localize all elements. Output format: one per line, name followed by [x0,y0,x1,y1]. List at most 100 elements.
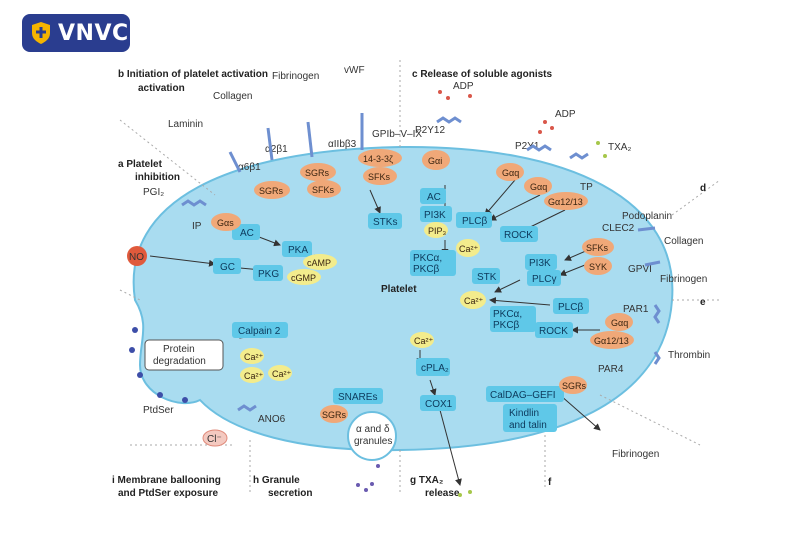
section-g: g TXA₂ [410,475,443,486]
section-c: c Release of soluble agonists [412,69,552,80]
talin-text: and talin [509,420,547,431]
kindlin-box: Kindlin [509,408,539,419]
section-a-2: inhibition [135,172,180,183]
p2y12-label: P2Y12 [415,125,445,136]
ac-left-box: AC [240,228,254,239]
par4-label: PAR4 [598,364,624,375]
section-b: b Initiation of platelet activation [118,69,268,80]
ca-b3-node: Ca²⁺ [272,369,292,379]
cox1-box: COX1 [425,399,453,410]
syk-node: SYK [589,262,607,272]
camp-node: cAMP [307,258,331,268]
fibrinogen-bottom-label: Fibrinogen [612,449,659,460]
vnvc-logo[interactable]: VNVC [22,14,130,52]
sgrs-granule-node: SGRs [322,410,347,420]
txa2-label: TXA₂ [608,142,631,153]
sfks-right-node: SFKs [586,243,609,253]
section-h-2: secretion [268,488,312,499]
gc-box: GC [220,262,235,273]
fibrinogen-right-label: Fibrinogen [660,274,707,285]
adp-particles [438,90,554,134]
adp1-label: ADP [453,81,474,92]
receptors: α6β1 α2β1 αIIbβ3 GPIb–V–IX IP P2Y12 P2Y1… [192,125,652,425]
ga1213-top-node: Gα12/13 [548,197,583,207]
pkcb-mid-text: PKCβ [413,264,440,275]
gaq2-node: Gαq [530,182,547,192]
section-a: a Platelet [118,159,163,170]
p2y1-label: P2Y1 [515,141,540,152]
ca-b1-node: Ca²⁺ [244,352,264,362]
sgrs1-node: SGRs [259,186,284,196]
y1433-node: 14-3-3ζ [363,154,393,164]
protein-degradation-line1: Protein [163,344,195,355]
cl-label: Cl⁻ [207,434,222,445]
pka-box: PKA [288,245,308,256]
orange-nodes: SGRs SGRs SFKs 14-3-3ζ SFKs Gαs Gαi Gαq … [211,149,634,423]
pi3k-mid-box: PI3K [424,210,446,221]
calpain-box: Calpain 2 [238,326,281,337]
clec2-label: CLEC2 [602,223,635,234]
ga1213-right-node: Gα12/13 [594,336,629,346]
gaq1-node: Gαq [502,168,519,178]
shield-icon [32,22,50,44]
caldag-box: CalDAG–GEFI [490,390,556,401]
receptor-glyphs [181,113,661,412]
thrombin-label: Thrombin [668,350,710,361]
stks-box: STKs [373,217,397,228]
plcg-box: PLCγ [532,274,556,285]
gai-node: Gαi [428,156,442,166]
yellow-nodes: cAMP cGMP PIP₃ Ca²⁺ Ca²⁺ Ca²⁺ Ca²⁺ Ca²⁺ … [240,222,486,383]
sfks1-node: SFKs [312,185,335,195]
gas-node: Gαs [217,218,234,228]
podoplanin-label: Podoplanin [622,211,672,222]
adp2-label: ADP [555,109,576,120]
section-h: h Granule [253,475,300,486]
granule-vesicle [347,411,397,461]
platelet-label: Platelet [381,284,417,295]
section-g-2: release [425,488,460,499]
section-d: d [700,183,706,194]
sfks-vwf-node: SFKs [368,172,391,182]
section-i-2: and PtdSer exposure [118,488,218,499]
membrane-dots [129,327,188,403]
collagen-right-label: Collagen [664,236,703,247]
laminin-label: Laminin [168,119,203,130]
sgrs2-node: SGRs [305,168,330,178]
ip-label: IP [192,221,202,232]
ano6-label: ANO6 [258,414,286,425]
vwf-label: vWF [344,65,365,76]
section-e: e [700,297,706,308]
section-f: f [548,477,552,488]
cl-ion [202,429,228,447]
ca-cpla-node: Ca²⁺ [414,336,434,346]
par1-label: PAR1 [623,304,649,315]
ca-b2-node: Ca²⁺ [244,371,264,381]
cgmp-node: cGMP [291,273,316,283]
pkca-right-box: PKCα, [493,309,522,320]
gpvi-label: GPVI [628,264,652,275]
collagen-top-label: Collagen [213,91,252,102]
granule-particles [356,464,380,492]
gpib-label: GPIb–V–IX [372,129,422,140]
pgi-label: PGI₂ [143,187,164,198]
pkca-mid-box: PKCα, [413,253,442,264]
signal-arrows [149,179,601,486]
no-label: NO [129,252,144,263]
tp-label: TP [580,182,593,193]
aiib3-label: αIIbβ3 [328,139,357,150]
rock-right-box: ROCK [539,326,568,337]
sgrs-bottom-node: SGRs [562,381,587,391]
pi3k-right-box: PI3K [529,258,551,269]
blue-boxes: AC PKA GC PKG STKs AC PI3K PLCβ ROCK PKC… [213,188,589,432]
pip3-node: PIP₃ [428,226,447,236]
plcb-mid-box: PLCβ [462,216,487,227]
granules-line2: granules [354,436,392,447]
granules-line1: α and δ [356,424,390,435]
ca-mid-node: Ca²⁺ [459,244,479,254]
brand-name: VNVC [58,20,129,46]
protein-degradation-box [144,339,224,371]
stk-box: STK [477,272,497,283]
ptdser-label: PtdSer [143,405,174,416]
no-molecule [127,246,147,266]
